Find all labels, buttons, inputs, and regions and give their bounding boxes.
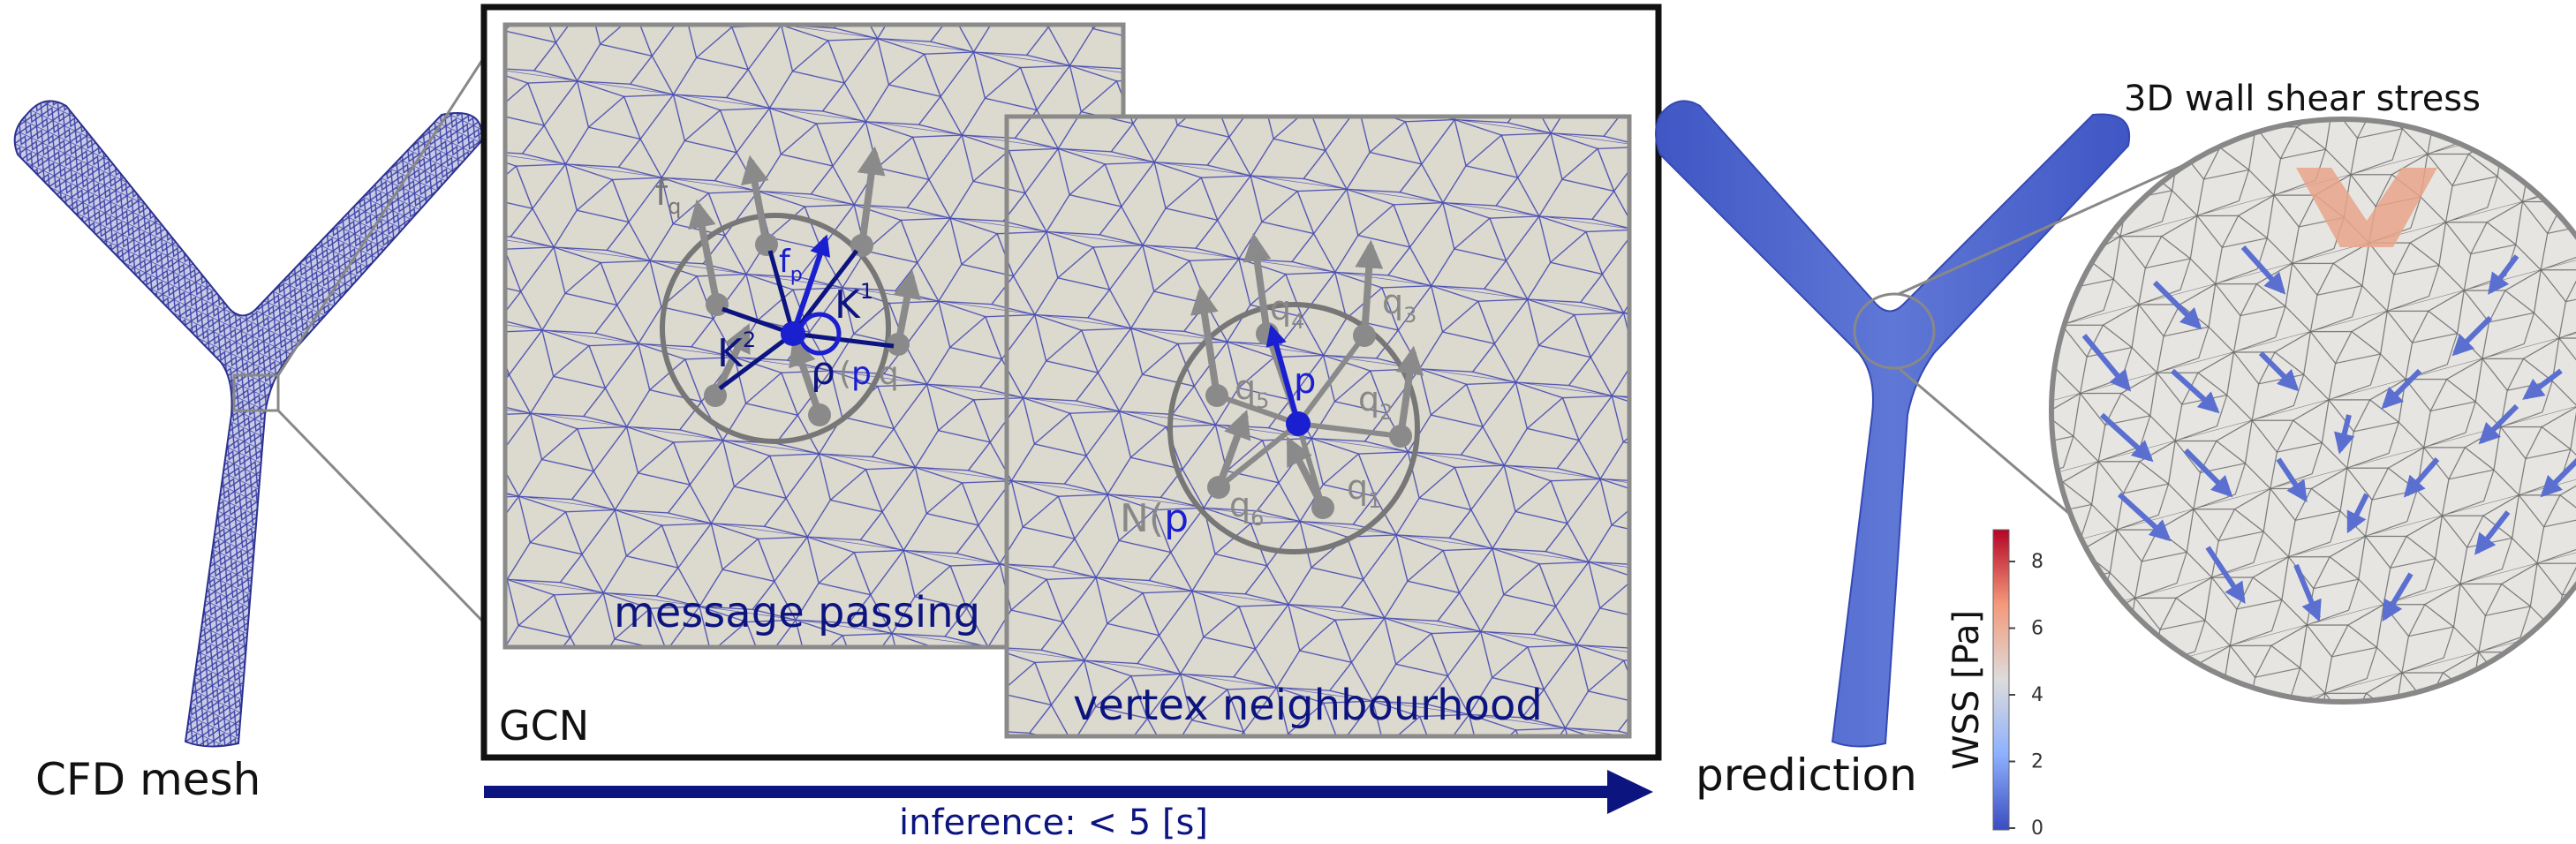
fp-label: fp — [779, 244, 803, 286]
wss-colorbar: 0 2 4 6 8 WSS [Pa] — [1946, 529, 2043, 840]
colorbar-title: WSS [Pa] — [1946, 610, 1987, 770]
feature-arrows — [688, 146, 921, 417]
colorbar-tick-label: 0 — [2031, 818, 2043, 840]
colorbar-tick-label: 4 — [2031, 684, 2043, 706]
fq-label: fq — [655, 173, 681, 219]
colorbar-tick-label: 6 — [2031, 618, 2043, 640]
colorbar-tick-label: 8 — [2031, 551, 2043, 573]
vertex-neighbourhood-panel: p q1 q2 q3 q4 q5 q6 N(p vertex neighbour… — [1004, 114, 1632, 739]
gcn-label: GCN — [499, 702, 589, 750]
wss-vectors — [2081, 245, 2576, 622]
prediction-zoom-source — [1853, 292, 1936, 370]
wss-title: 3D wall shear stress — [2124, 79, 2481, 119]
zoom-connector-lines — [276, 24, 507, 646]
self-loop — [797, 312, 842, 356]
center-feature-arrow — [790, 234, 831, 335]
inference-arrow — [484, 770, 1653, 814]
neighbourhood-set-label: N(p — [1120, 496, 1189, 541]
neighbourhood-feature-arrows — [1190, 232, 1424, 509]
q3-label: q3 — [1382, 283, 1416, 328]
colorbar-tick-label: 2 — [2031, 751, 2043, 773]
colorbar-ticks: 0 2 4 6 8 — [2009, 551, 2043, 840]
cfd-mesh-label: CFD mesh — [35, 754, 261, 805]
k1-label: K1 — [835, 279, 873, 328]
p-feature-arrow — [1265, 324, 1301, 425]
prediction-label: prediction — [1696, 750, 1917, 801]
p-label: p — [1294, 361, 1316, 402]
vertex-neighbourhood-label: vertex neighbourhood — [1073, 681, 1543, 730]
aggregation-circle — [660, 213, 891, 444]
cfd-mesh-vessel — [13, 100, 483, 748]
prediction-vessel — [1655, 100, 2131, 748]
zoom-source-box — [232, 373, 280, 412]
message-passing-label: message passing — [614, 588, 980, 637]
q6-label: q6 — [1229, 486, 1264, 531]
q4-label: q4 — [1270, 289, 1304, 334]
k2-label: K2 — [717, 328, 756, 376]
q5-label: q5 — [1235, 368, 1269, 413]
colorbar-gradient — [1992, 529, 2010, 831]
inference-label: inference: < 5 [s] — [899, 803, 1208, 843]
neighbourhood-circle — [1167, 302, 1420, 554]
q2-label: q2 — [1358, 380, 1393, 425]
q1-label: q1 — [1347, 468, 1381, 513]
wss-zoom-circle — [2049, 117, 2576, 705]
